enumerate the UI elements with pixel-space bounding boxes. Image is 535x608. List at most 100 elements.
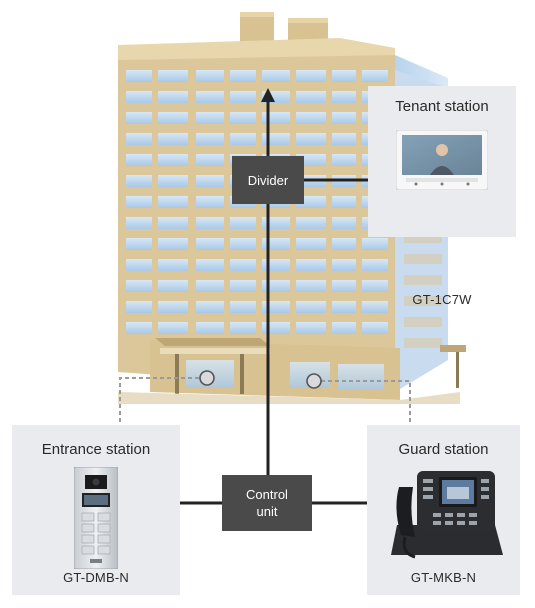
guard-station-panel: Guard station GT-MKB-N — [367, 425, 520, 595]
window — [262, 238, 290, 250]
window — [158, 133, 188, 145]
window — [362, 238, 388, 250]
window — [296, 301, 326, 313]
tenant-station-model: GT-1C7W — [412, 292, 472, 307]
side-window-band — [404, 254, 442, 264]
window — [196, 175, 224, 187]
window — [362, 322, 388, 334]
window — [196, 196, 224, 208]
window — [126, 70, 152, 82]
riser-arrowhead — [261, 88, 275, 102]
window — [196, 301, 224, 313]
window — [126, 238, 152, 250]
window — [196, 133, 224, 145]
window — [332, 154, 356, 166]
window — [158, 196, 188, 208]
window — [196, 112, 224, 124]
window — [230, 112, 256, 124]
window — [296, 70, 326, 82]
window — [332, 112, 356, 124]
window — [126, 259, 152, 271]
window — [362, 301, 388, 313]
window — [196, 70, 224, 82]
window — [296, 217, 326, 229]
window — [332, 301, 356, 313]
window — [296, 133, 326, 145]
control-unit-box: Control unit — [222, 475, 312, 531]
building-entrance-canopy — [118, 338, 466, 404]
guard-station-model: GT-MKB-N — [410, 570, 477, 585]
window — [262, 133, 290, 145]
window — [332, 70, 356, 82]
side-window-band — [404, 233, 442, 243]
window — [262, 301, 290, 313]
side-window-band — [404, 338, 442, 348]
window — [196, 91, 224, 103]
window — [332, 322, 356, 334]
side-window-band — [404, 296, 442, 306]
divider-label: Divider — [247, 172, 289, 188]
tenant-station-panel: Tenant station GT-1C7W — [368, 86, 516, 307]
window — [362, 259, 388, 271]
tenant-monitor-image — [396, 130, 488, 190]
window — [296, 112, 326, 124]
window — [296, 259, 326, 271]
window — [158, 322, 188, 334]
window — [196, 280, 224, 292]
window — [126, 154, 152, 166]
guard-location-marker — [306, 373, 322, 389]
entrance-station-model: GT-DMB-N — [63, 570, 129, 585]
window — [296, 238, 326, 250]
window — [332, 259, 356, 271]
window — [158, 280, 188, 292]
window — [196, 322, 224, 334]
side-window-band — [404, 275, 442, 285]
control-unit-label-line1: Control — [246, 487, 288, 502]
window — [196, 154, 224, 166]
window — [332, 133, 356, 145]
window — [158, 301, 188, 313]
window — [230, 91, 256, 103]
guard-location-dashed-line — [314, 380, 411, 425]
side-window-band — [404, 317, 442, 327]
window — [126, 112, 152, 124]
window — [332, 196, 356, 208]
window — [126, 196, 152, 208]
window — [126, 91, 152, 103]
window — [332, 238, 356, 250]
window — [230, 238, 256, 250]
window — [126, 175, 152, 187]
window — [196, 217, 224, 229]
window — [126, 217, 152, 229]
window — [332, 280, 356, 292]
window — [158, 70, 188, 82]
window — [362, 70, 388, 82]
window — [158, 112, 188, 124]
window — [158, 91, 188, 103]
window — [230, 322, 256, 334]
entrance-panel-image — [74, 467, 118, 569]
window — [230, 280, 256, 292]
window — [332, 217, 356, 229]
window — [158, 259, 188, 271]
window — [126, 133, 152, 145]
window — [126, 280, 152, 292]
window — [230, 133, 256, 145]
window — [262, 259, 290, 271]
entrance-station-panel: Entrance station GT-DMB-N — [12, 425, 180, 595]
window — [262, 112, 290, 124]
window — [262, 70, 290, 82]
window — [230, 70, 256, 82]
guard-console-image — [391, 471, 503, 559]
window — [230, 259, 256, 271]
window — [296, 322, 326, 334]
window — [158, 217, 188, 229]
entrance-location-dashed-line — [119, 377, 206, 425]
divider-box: Divider — [232, 156, 304, 204]
window — [230, 301, 256, 313]
window — [262, 217, 290, 229]
control-unit-label-line2: unit — [256, 504, 278, 519]
window — [196, 259, 224, 271]
window — [126, 322, 152, 334]
window — [362, 280, 388, 292]
